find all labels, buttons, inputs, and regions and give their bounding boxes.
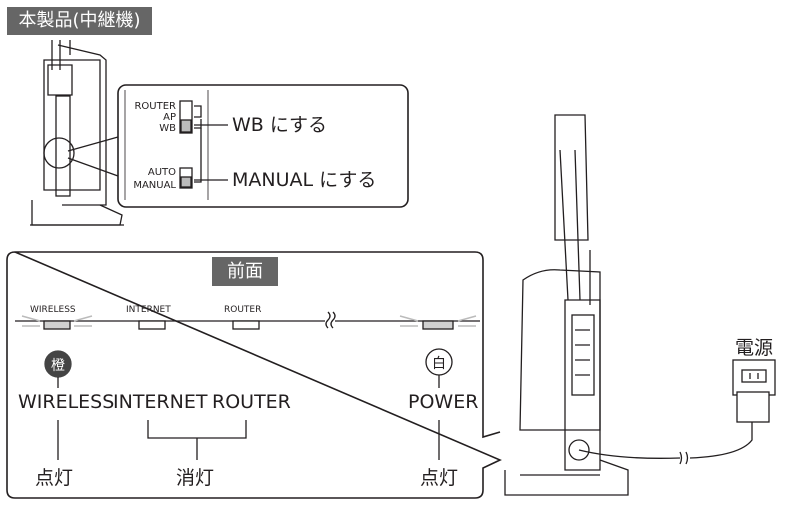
label-internet: INTERNET: [113, 391, 208, 413]
label-wireless: WIRELESS: [18, 391, 115, 413]
repeater-side-large: [504, 114, 753, 496]
label-power: POWER: [408, 391, 479, 413]
auto-switch-label-manual: MANUAL: [133, 180, 176, 191]
state-wireless: 点灯: [35, 467, 74, 489]
led-small-label-internet: INTERNET: [126, 305, 171, 315]
led-router: [232, 320, 260, 330]
white-badge-text: 白: [432, 356, 446, 372]
auto-instruction: MANUAL にする: [232, 169, 377, 191]
orange-badge-text: 橙: [51, 358, 65, 374]
mode-instruction: WB にする: [232, 114, 328, 136]
label-router: ROUTER: [212, 391, 291, 413]
front-panel-box: [6, 251, 502, 499]
switch-callout-box: [117, 84, 409, 208]
repeater-side-small: [30, 40, 124, 226]
led-internet: [138, 320, 166, 330]
glow-marks: [21, 315, 477, 327]
led-power: [422, 320, 454, 330]
auto-switch: [179, 128, 202, 189]
led-small-label-router: ROUTER: [224, 305, 262, 315]
mode-switch: [179, 100, 202, 134]
power-outlet: [732, 359, 776, 423]
product-title: 本製品(中継機): [7, 7, 152, 35]
auto-switch-label-auto: AUTO: [147, 167, 176, 178]
state-power: 点灯: [420, 467, 459, 489]
mode-switch-label-ap: AP: [163, 112, 176, 123]
state-off-group: 消灯: [176, 467, 215, 489]
mode-switch-label-router: ROUTER: [134, 101, 176, 112]
led-small-label-wireless: WIRELESS: [30, 305, 76, 315]
power-label: 電源: [735, 337, 774, 359]
mode-switch-label-wb: WB: [159, 123, 176, 134]
led-wireless: [43, 320, 71, 330]
front-panel-title: 前面: [212, 257, 278, 286]
